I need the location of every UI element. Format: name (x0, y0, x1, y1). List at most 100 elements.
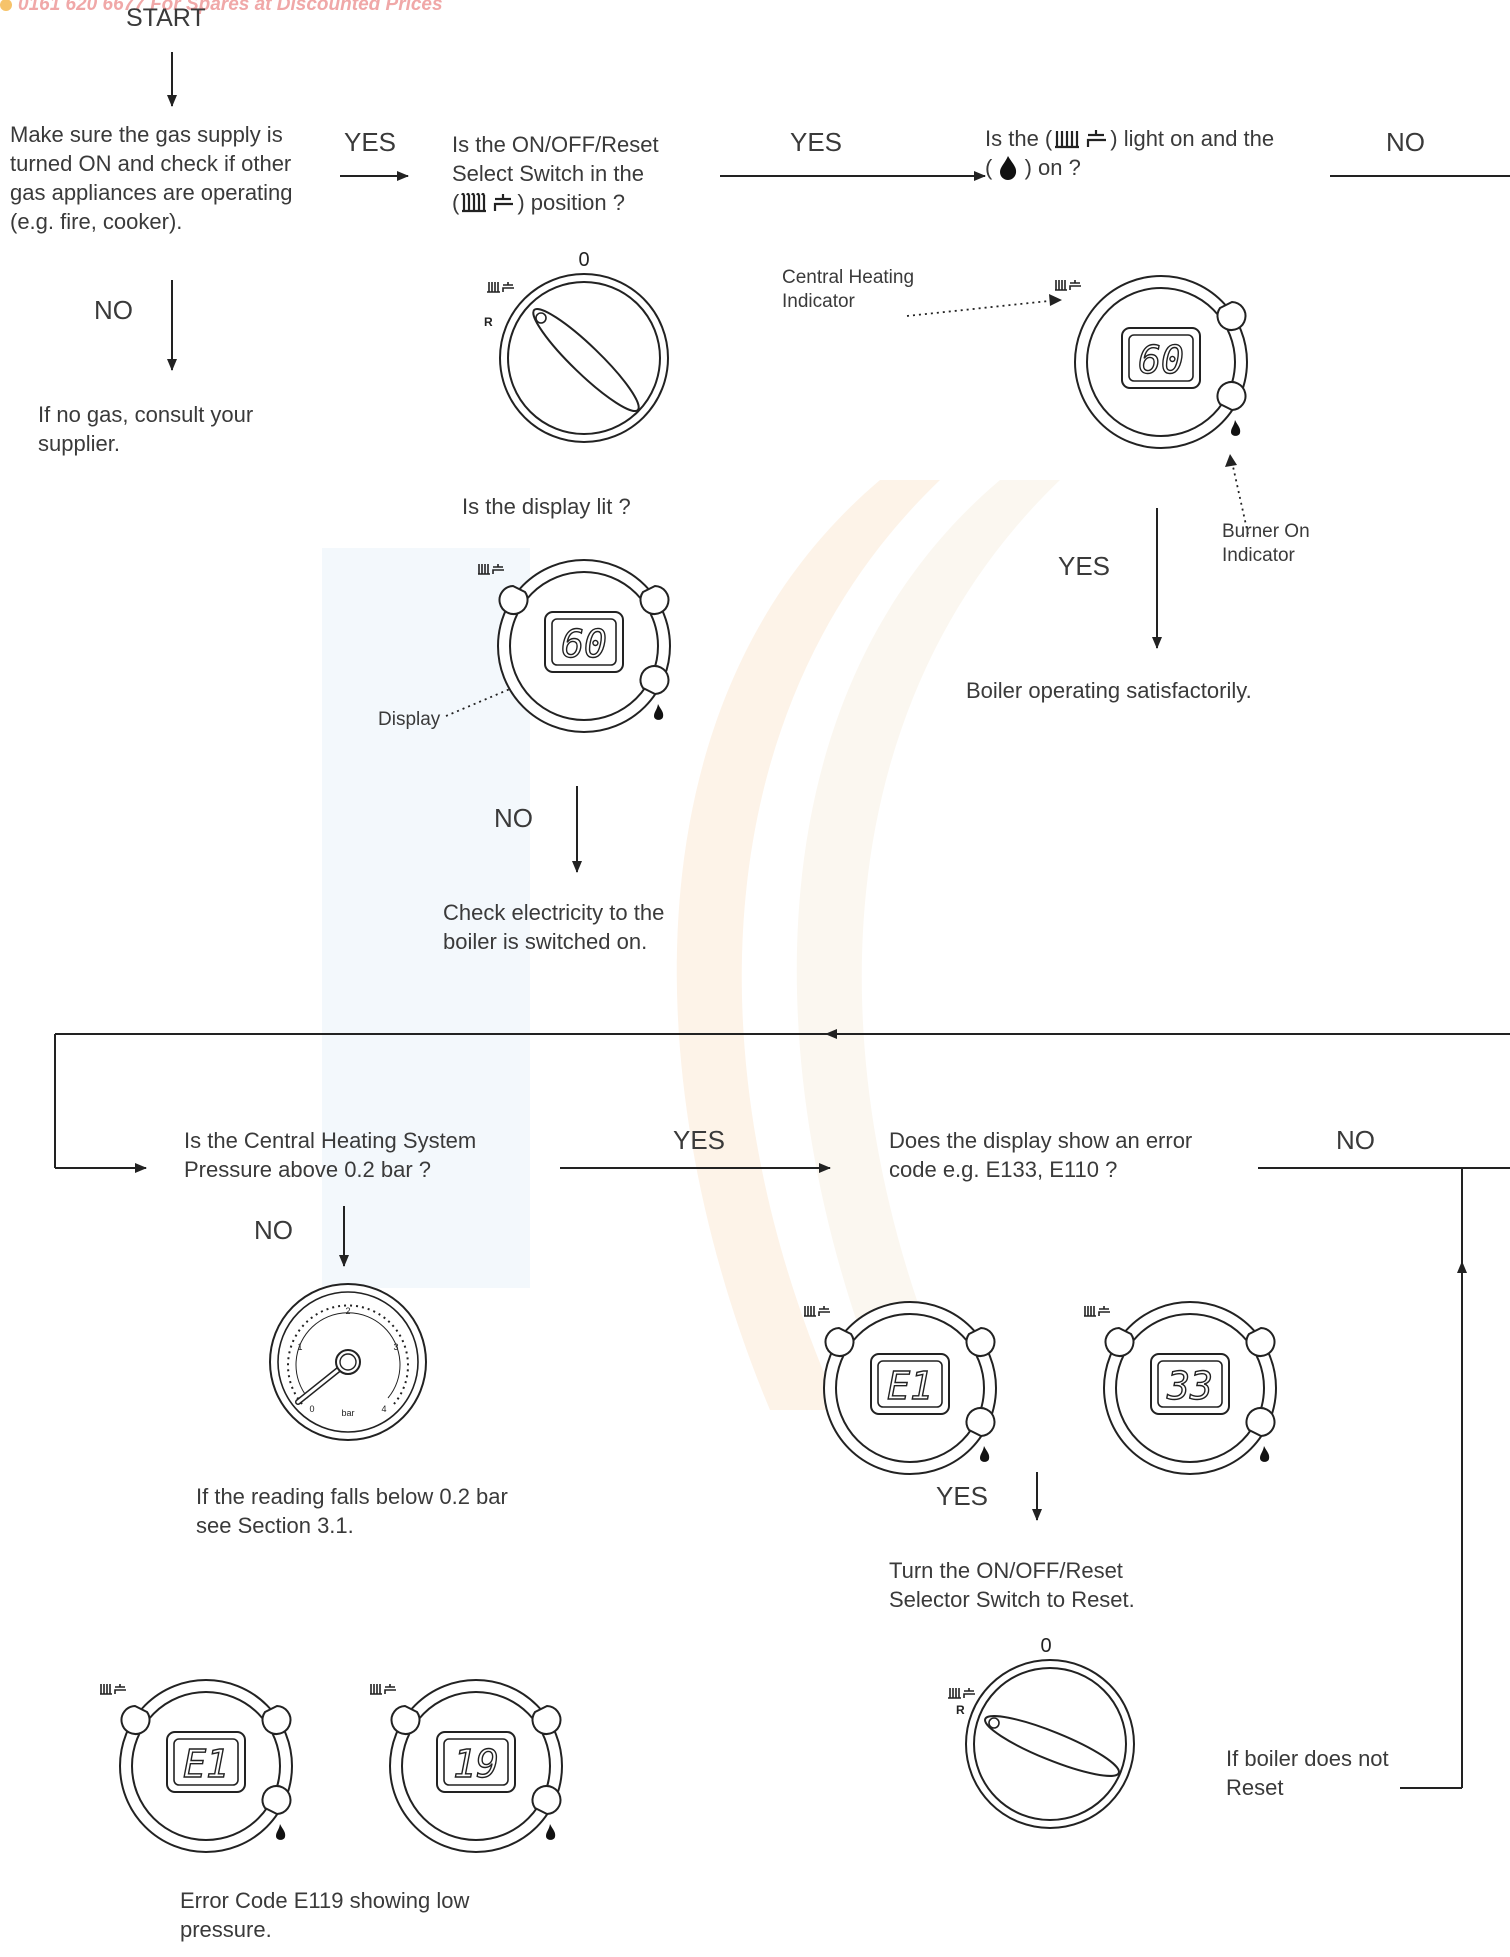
switch-r-label: R (484, 315, 493, 329)
reading-line-1: If the reading falls below 0.2 bar (196, 1484, 508, 1509)
reading-text: If the reading falls below 0.2 bar see S… (196, 1482, 508, 1540)
radiator-tap-icon (478, 564, 504, 575)
no-label-5: NO (254, 1215, 293, 1245)
gas-line-3: gas appliances are operating (10, 180, 293, 205)
gas-supply-text: Make sure the gas supply is turned ON an… (10, 120, 293, 236)
flame-icon (1260, 1446, 1270, 1462)
pressure-gauge: 0 1 2 3 4 bar (269, 1283, 427, 1441)
switch-r-label: R (956, 1703, 965, 1717)
no-gas-line-2: supplier. (38, 431, 120, 456)
flame-icon (546, 1824, 556, 1840)
display-dial-error-e1: E1 (804, 1301, 997, 1475)
yes-label-5: YES (936, 1481, 989, 1511)
gas-line-4: (e.g. fire, cooker). (10, 209, 183, 234)
gauge-unit: bar (341, 1408, 354, 1418)
gauge-tick-1: 1 (297, 1342, 302, 1352)
no-reset-text: If boiler does not Reset (1226, 1744, 1389, 1802)
gauge-tick-0: 0 (309, 1404, 314, 1414)
radiator-tap-icon (1055, 280, 1081, 291)
radiator-tap-icon (487, 282, 514, 293)
display-question: Is the display lit ? (462, 494, 631, 519)
display-dial-burner: 60 (1055, 275, 1248, 449)
no-label-4: NO (1336, 1125, 1375, 1155)
start-label: START (126, 4, 206, 32)
yes-label-3: YES (1058, 551, 1111, 581)
no-label-3: NO (494, 803, 533, 833)
light-q-line-1: Is the ( ) light on and the (985, 124, 1274, 153)
reset-text: Turn the ON/OFF/Reset Selector Switch to… (889, 1556, 1135, 1614)
light-q-a: Is the ( (985, 126, 1053, 151)
burner-on-indicator-label: Burner On Indicator (1222, 520, 1310, 568)
display-dial-lit: 60 (478, 559, 671, 733)
yes-label-1: YES (344, 127, 397, 157)
switch-zero-label: 0 (1040, 1636, 1051, 1657)
radiator-tap-icon (1052, 127, 1110, 151)
selector-switch-top: 0 R (484, 250, 669, 443)
no-gas-line-1: If no gas, consult your (38, 402, 254, 427)
display-readout: 33 (1166, 1364, 1213, 1408)
flame-icon (998, 155, 1018, 181)
display-readout: 60 (1138, 338, 1184, 382)
yes-label-4: YES (673, 1125, 726, 1155)
gauge-tick-4: 4 (381, 1404, 386, 1414)
gauge-ticks: 0 1 2 3 4 (297, 1306, 398, 1414)
watermark-text: For Spares at Discounted Prices (150, 0, 443, 15)
display-readout: 19 (453, 1742, 499, 1786)
switch-question: Is the ON/OFF/Reset Select Switch in the… (452, 130, 659, 217)
light-q-b: ) light on and the (1110, 126, 1275, 151)
radiator-tap-icon (100, 1684, 126, 1695)
gas-line-1: Make sure the gas supply is (10, 122, 283, 147)
display-readout: E1 (183, 1742, 229, 1786)
no-reset-line-2: Reset (1226, 1775, 1284, 1800)
gauge-tick-2: 2 (345, 1306, 350, 1316)
e119-line-1: Error Code E119 showing low (180, 1888, 470, 1913)
electricity-line-1: Check electricity to the (443, 900, 665, 925)
display-dial-e119-e1: E1 (100, 1679, 293, 1853)
electricity-line-2: boiler is switched on. (443, 929, 648, 954)
radiator-tap-icon (804, 1306, 830, 1317)
e119-text: Error Code E119 showing low pressure. (180, 1886, 469, 1944)
error-question: Does the display show an error code e.g.… (889, 1126, 1192, 1184)
switch-q-line-3: () position ? (452, 190, 625, 215)
switch-q-line-1: Is the ON/OFF/Reset (452, 132, 659, 157)
radiator-tap-icon (948, 1688, 975, 1699)
switch-q-line-2: Select Switch in the (452, 161, 644, 186)
error-q-line-1: Does the display show an error (889, 1128, 1193, 1153)
error-q-line-2: code e.g. E133, E110 ? (889, 1157, 1118, 1182)
switch-zero-label: 0 (578, 250, 589, 271)
ch-indicator-line-2: Indicator (782, 291, 855, 312)
burner-line-1: Burner On (1222, 521, 1310, 542)
electricity-text: Check electricity to the boiler is switc… (443, 898, 664, 956)
phone-icon (0, 0, 12, 11)
display-dial-error-33: 33 (1084, 1301, 1277, 1475)
flame-icon (276, 1824, 286, 1840)
switch-q-position: ) position ? (517, 190, 625, 215)
reset-line-2: Selector Switch to Reset. (889, 1587, 1135, 1612)
pressure-q-line-2: Pressure above 0.2 bar ? (184, 1157, 432, 1182)
no-reset-line-1: If boiler does not (1226, 1746, 1389, 1771)
radiator-tap-icon (459, 191, 517, 215)
watermark-phone: 0161 620 6677 (18, 0, 145, 15)
no-label-2: NO (1386, 127, 1425, 157)
reset-line-1: Turn the ON/OFF/Reset (889, 1558, 1123, 1583)
reading-line-2: see Section 3.1. (196, 1513, 354, 1538)
no-gas-text: If no gas, consult your supplier. (38, 400, 253, 458)
display-readout: 60 (561, 622, 607, 666)
light-q-c: ) on ? (1024, 155, 1081, 180)
flame-icon (1231, 420, 1241, 436)
radiator-tap-icon (370, 1684, 396, 1695)
flame-icon (654, 704, 664, 720)
central-heating-indicator-label: Central Heating Indicator (782, 266, 914, 314)
gas-line-2: turned ON and check if other (10, 151, 292, 176)
flame-icon (980, 1446, 990, 1462)
satisfactory-text: Boiler operating satisfactorily. (966, 678, 1252, 703)
selector-switch-bottom: 0 R (948, 1636, 1135, 1829)
gauge-tick-3: 3 (393, 1342, 398, 1352)
no-label-1: NO (94, 295, 133, 325)
ch-indicator-line-1: Central Heating (782, 267, 915, 288)
display-dial-e119-19: 19 (370, 1679, 563, 1853)
display-readout: E1 (887, 1364, 933, 1408)
radiator-tap-icon (1084, 1306, 1110, 1317)
